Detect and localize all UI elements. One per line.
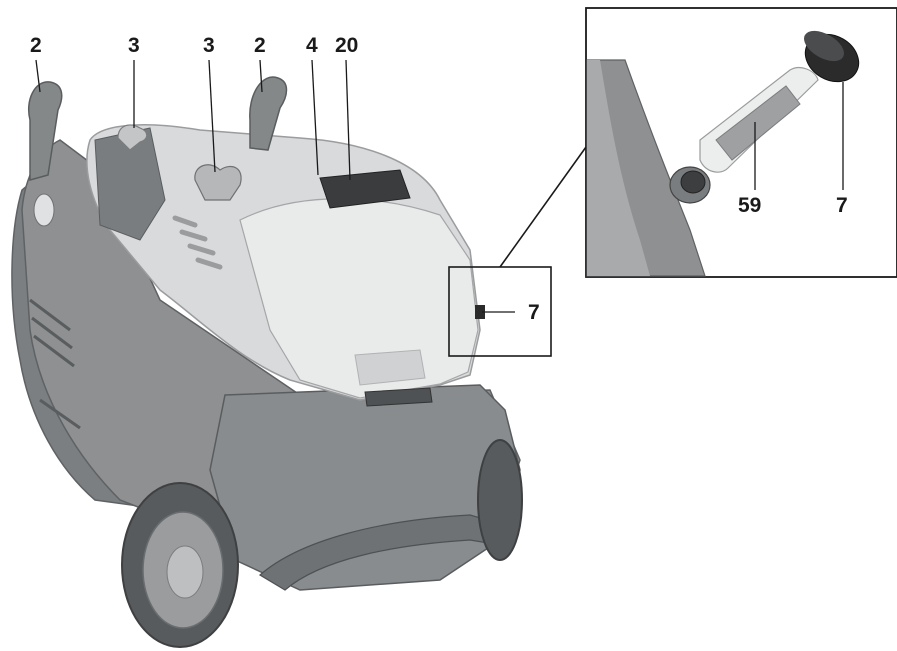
leader-lines bbox=[35, 59, 351, 181]
callout-4: 4 bbox=[306, 34, 318, 57]
right-handle bbox=[249, 76, 288, 151]
leader-line bbox=[208, 59, 216, 173]
callout-20: 20 bbox=[335, 34, 358, 57]
front-handle-slot bbox=[364, 387, 433, 407]
inset-detail: 59 7 bbox=[585, 7, 897, 278]
vent-slot bbox=[195, 257, 223, 270]
callout-hook-center: 3 bbox=[203, 34, 215, 57]
vent-slot bbox=[187, 243, 216, 256]
callouts-main: 2 3 3 2 4 20 7 bbox=[30, 34, 587, 357]
left-wheel bbox=[121, 482, 239, 648]
cover-grip-texture bbox=[354, 349, 426, 386]
filter-mesh bbox=[715, 85, 801, 161]
filter-cap-main bbox=[475, 305, 485, 319]
left-hub bbox=[166, 545, 204, 599]
left-hose-hook bbox=[117, 124, 148, 151]
leader-line bbox=[311, 59, 319, 176]
leader-line bbox=[345, 59, 351, 181]
callout-handle-left: 2 bbox=[30, 34, 42, 57]
cover-vents bbox=[172, 215, 223, 270]
right-tire bbox=[477, 439, 523, 561]
side-louvres bbox=[29, 298, 81, 430]
machine-illustration bbox=[11, 76, 523, 648]
louvre bbox=[39, 398, 81, 430]
inset-threaded-neck bbox=[669, 166, 711, 204]
vent-slot bbox=[179, 229, 208, 242]
callout-7-main: 7 bbox=[528, 301, 540, 324]
callout-hook-left: 3 bbox=[128, 34, 140, 57]
right-wheel bbox=[477, 439, 523, 561]
side-badge bbox=[33, 193, 55, 227]
cap-top bbox=[804, 30, 844, 62]
callout-handle-right: 2 bbox=[254, 34, 266, 57]
leader-line bbox=[259, 59, 263, 93]
leader-line bbox=[35, 59, 41, 93]
left-handle bbox=[28, 81, 63, 181]
inset-cap bbox=[804, 30, 860, 83]
zoom-connector bbox=[499, 146, 587, 268]
top-opening bbox=[319, 169, 411, 209]
center-hose-hook bbox=[194, 164, 242, 201]
louvre bbox=[29, 298, 71, 332]
callout-filter-59: 59 bbox=[738, 194, 761, 217]
vent-slot bbox=[172, 215, 198, 228]
neck-opening bbox=[680, 170, 706, 194]
louvre bbox=[31, 316, 73, 350]
callout-cap-7: 7 bbox=[836, 194, 848, 217]
machine-front-bumper bbox=[209, 384, 521, 591]
inset-filter bbox=[699, 67, 819, 173]
inset-wall-edge bbox=[587, 60, 650, 276]
cover-front-face bbox=[239, 198, 479, 399]
louvre bbox=[33, 334, 75, 368]
